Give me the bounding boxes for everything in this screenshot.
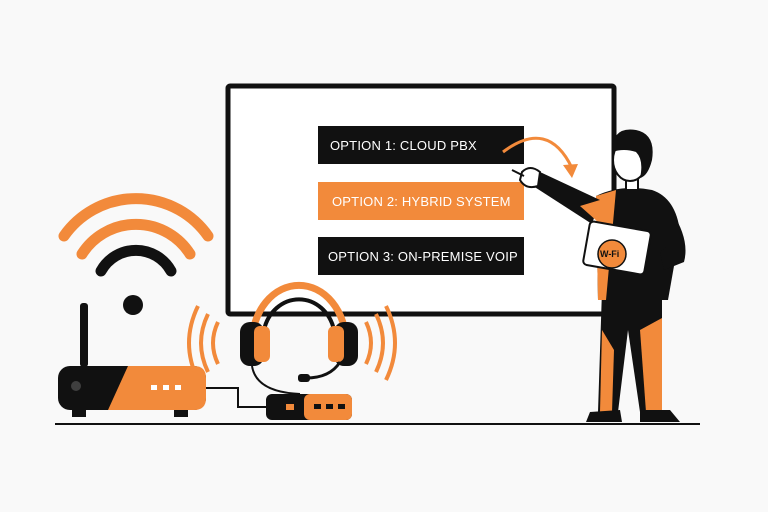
option-2-bar[interactable]: OPTION 2: HYBRID SYSTEM xyxy=(318,182,524,220)
option-3-label: OPTION 3: ON-PREMISE VOIP xyxy=(328,249,518,264)
presenter-figure: W-Fi xyxy=(511,129,686,422)
option-2-label: OPTION 2: HYBRID SYSTEM xyxy=(332,194,511,209)
network-cable xyxy=(206,387,268,408)
option-1-label: OPTION 1: CLOUD PBX xyxy=(330,138,477,153)
headset-icon xyxy=(187,281,397,395)
curved-arrow-icon xyxy=(502,136,578,178)
option-1-bar[interactable]: OPTION 1: CLOUD PBX xyxy=(318,126,524,164)
router-icon xyxy=(58,303,206,417)
voip-adapter-icon xyxy=(266,394,352,420)
tablet-label: W-Fi xyxy=(600,249,619,259)
wifi-signal-icon xyxy=(58,193,214,315)
option-3-bar[interactable]: OPTION 3: ON-PREMISE VOIP xyxy=(318,237,524,275)
